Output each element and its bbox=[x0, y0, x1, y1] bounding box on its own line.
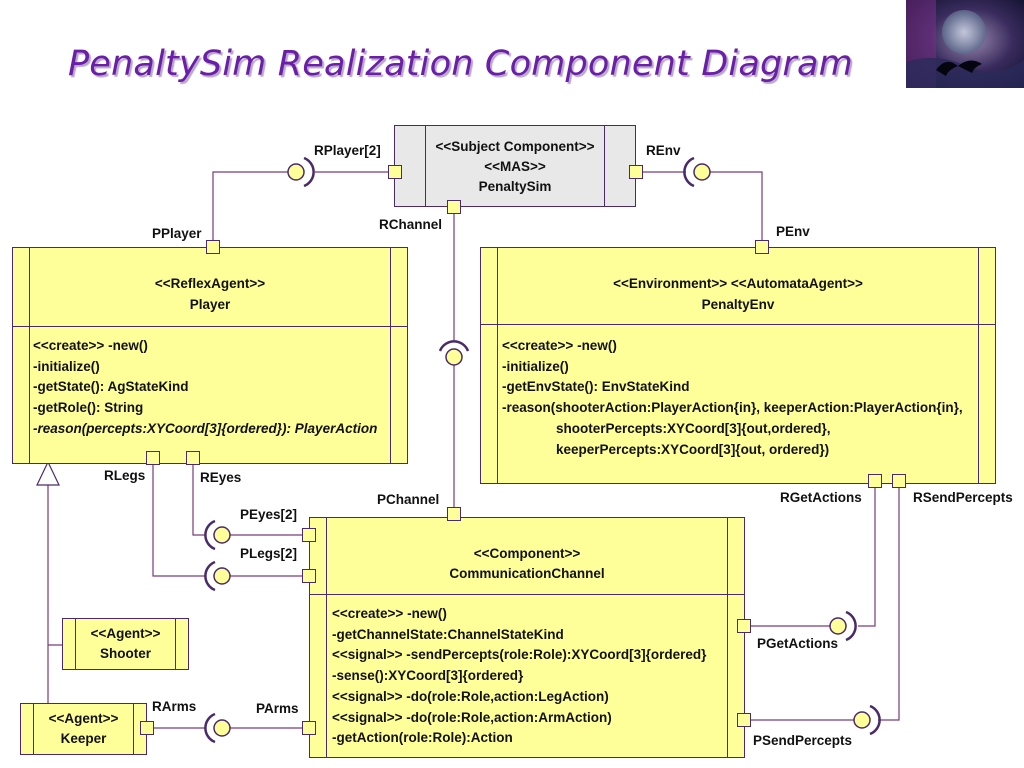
renv-socket bbox=[683, 156, 695, 188]
label-reyes: REyes bbox=[200, 470, 242, 485]
channel-op: <<signal>> -sendPercepts(role:Role):XYCo… bbox=[332, 647, 707, 663]
channel-component[interactable]: <<Component>> CommunicationChannel <<cre… bbox=[309, 517, 745, 758]
rchannel-ball bbox=[445, 348, 463, 366]
channel-op: -sense():XYCoord[3]{ordered} bbox=[332, 668, 524, 684]
player-op: <<create>> -new() bbox=[33, 338, 148, 353]
penv-ball bbox=[693, 163, 711, 181]
port-penv[interactable] bbox=[755, 240, 769, 254]
port-pplayer[interactable] bbox=[206, 240, 220, 254]
penaltyenv-operations: <<create>> -new() -initialize() -getEnvS… bbox=[502, 336, 963, 460]
channel-op: -getAction(role:Role):Action bbox=[332, 730, 513, 746]
player-component[interactable]: <<ReflexAgent>> Player <<create>> -new()… bbox=[12, 247, 408, 464]
shooter-stereotype: <<Agent>> bbox=[90, 626, 161, 641]
channel-op: <<signal>> -do(role:Role,action:LegActio… bbox=[332, 688, 609, 704]
penaltyenv-component[interactable]: <<Environment>> <<AutomataAgent>> Penalt… bbox=[480, 247, 996, 484]
port-rgetactions[interactable] bbox=[868, 474, 882, 488]
rgetactions-wire bbox=[858, 481, 876, 627]
label-renv: REnv bbox=[646, 143, 681, 158]
penv-wire bbox=[702, 171, 763, 241]
rlegs-socket bbox=[204, 560, 216, 592]
rplayer-socket bbox=[303, 156, 315, 188]
pgetactions-ball bbox=[829, 617, 847, 635]
label-rplayer: RPlayer[2] bbox=[314, 143, 381, 158]
port-psendpercepts[interactable] bbox=[737, 713, 751, 727]
label-rsendpercepts: RSendPercepts bbox=[913, 490, 1013, 505]
pchannel-socket bbox=[438, 340, 470, 352]
pplayer-ball bbox=[287, 163, 305, 181]
port-rsendpercepts[interactable] bbox=[892, 474, 906, 488]
label-pgetactions: PGetActions bbox=[757, 636, 839, 651]
channel-stereotype: <<Component>> bbox=[473, 546, 581, 561]
label-rgetactions: RGetActions bbox=[780, 490, 862, 505]
penaltyenv-op: <<create>> -new() bbox=[502, 338, 617, 353]
generalization-arrowhead bbox=[36, 460, 60, 486]
keeper-stereotype: <<Agent>> bbox=[48, 711, 119, 726]
psendpercepts-ball bbox=[853, 711, 871, 729]
reyes-wire bbox=[192, 458, 206, 536]
label-peyes: PEyes[2] bbox=[240, 507, 298, 522]
generalization-line bbox=[47, 485, 62, 703]
channel-operations: <<create>> -new() -getChannelState:Chann… bbox=[332, 604, 706, 749]
port-rarms[interactable] bbox=[140, 721, 154, 735]
shooter-name: Shooter bbox=[99, 646, 151, 661]
penaltysim-stereotype2: <<MAS>> bbox=[484, 159, 546, 174]
port-reyes[interactable] bbox=[186, 451, 200, 465]
corner-image bbox=[906, 0, 1024, 88]
label-rlegs: RLegs bbox=[104, 468, 146, 483]
reyes-socket bbox=[204, 519, 216, 551]
player-name: Player bbox=[189, 297, 231, 312]
rgetactions-socket bbox=[845, 610, 857, 642]
parms-ball bbox=[213, 719, 231, 737]
rarms-socket bbox=[204, 712, 216, 744]
channel-name: CommunicationChannel bbox=[449, 566, 605, 581]
penaltyenv-op: -reason(shooterAction:PlayerAction{in}, … bbox=[502, 400, 963, 416]
port-peyes[interactable] bbox=[302, 528, 316, 542]
label-parms: PArms bbox=[256, 701, 299, 716]
player-op: -getRole(): String bbox=[33, 400, 144, 416]
player-op: -getState(): AgStateKind bbox=[33, 379, 189, 395]
label-psendpercepts: PSendPercepts bbox=[753, 733, 853, 748]
label-penv: PEnv bbox=[776, 224, 810, 239]
penaltyenv-name: PenaltyEnv bbox=[701, 297, 775, 312]
plegs-ball bbox=[213, 567, 231, 585]
keeper-component[interactable]: <<Agent>> Keeper bbox=[20, 703, 147, 755]
port-rplayer[interactable] bbox=[388, 165, 402, 179]
penaltyenv-op: -getEnvState(): EnvStateKind bbox=[502, 379, 690, 395]
port-rlegs[interactable] bbox=[146, 451, 160, 465]
port-renv[interactable] bbox=[629, 165, 643, 179]
channel-op: <<signal>> -do(role:Role,action:ArmActio… bbox=[332, 709, 612, 725]
label-rarms: RArms bbox=[152, 699, 197, 714]
peyes-ball bbox=[213, 526, 231, 544]
penaltysim-component[interactable]: <<Subject Component>> <<MAS>> PenaltySim bbox=[394, 125, 636, 207]
channel-op: <<create>> -new() bbox=[332, 606, 447, 621]
rsendpercepts-wire bbox=[878, 481, 900, 721]
penaltysim-stereotype1: <<Subject Component>> bbox=[435, 139, 595, 154]
rlegs-wire bbox=[152, 458, 206, 577]
penaltyenv-op: -initialize() bbox=[502, 358, 569, 374]
label-pchannel: PChannel bbox=[377, 492, 440, 507]
penaltyenv-op: shooterPercepts:XYCoord[3]{out,ordered}, bbox=[556, 420, 831, 436]
player-stereotype: <<ReflexAgent>> bbox=[154, 276, 266, 291]
label-pplayer: PPlayer bbox=[152, 226, 202, 241]
shooter-component[interactable]: <<Agent>> Shooter bbox=[62, 618, 189, 670]
port-pchannel[interactable] bbox=[447, 507, 461, 521]
keeper-name: Keeper bbox=[60, 731, 107, 746]
penaltyenv-stereotype: <<Environment>> <<AutomataAgent>> bbox=[613, 276, 863, 291]
label-plegs: PLegs[2] bbox=[240, 546, 298, 561]
player-op: -initialize() bbox=[33, 358, 100, 374]
label-rchannel: RChannel bbox=[379, 217, 443, 232]
rsendpercepts-socket bbox=[869, 704, 881, 736]
player-op: -reason(percepts:XYCoord[3]{ordered}): P… bbox=[33, 420, 378, 436]
penaltyenv-op: keeperPercepts:XYCoord[3]{out, ordered}) bbox=[556, 441, 830, 457]
page-title: PenaltySim Realization Component Diagram bbox=[68, 44, 853, 84]
port-plegs[interactable] bbox=[302, 569, 316, 583]
pplayer-wire bbox=[212, 171, 296, 241]
port-pgetactions[interactable] bbox=[737, 619, 751, 633]
channel-op: -getChannelState:ChannelStateKind bbox=[332, 626, 564, 642]
player-operations: <<create>> -new() -initialize() -getStat… bbox=[33, 336, 377, 440]
penaltysim-name: PenaltySim bbox=[478, 179, 552, 194]
port-rchannel[interactable] bbox=[447, 200, 461, 214]
port-parms[interactable] bbox=[302, 721, 316, 735]
